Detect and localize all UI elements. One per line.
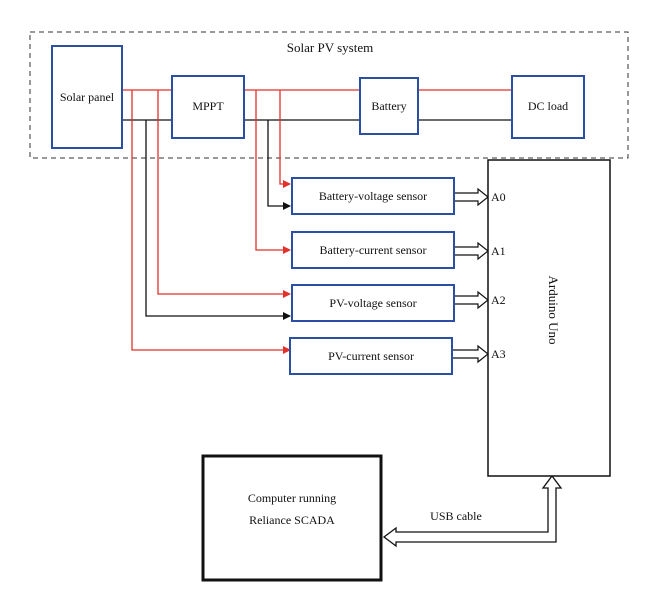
pv-current-sensor-block: PV-current sensor [289,337,453,375]
arduino-label: Arduino Uno [546,276,561,345]
solar-pv-system-group [29,31,629,159]
computer-label-line1: Computer running [248,491,336,505]
pv-voltage-sensor-block: PV-voltage sensor [291,284,455,322]
pin-a3: A3 [491,347,506,361]
battery-voltage-sensor-block: Battery-voltage sensor [291,177,455,215]
dc-load-block: DC load [511,75,585,139]
battery-voltage-sensor-label: Battery-voltage sensor [319,189,427,203]
sensor-signal-arrows [452,187,489,364]
usb-cable-label: USB cable [430,509,482,523]
pv-voltage-sensor-label: PV-voltage sensor [329,296,416,310]
battery-block: Battery [359,77,419,135]
pin-a0: A0 [491,190,506,204]
sensor-wiring [131,90,291,354]
pin-a1: A1 [491,244,506,258]
computer-label-line2: Reliance SCADA [249,513,335,527]
solar-panel-block: Solar panel [51,45,123,149]
battery-current-sensor-label: Battery-current sensor [320,243,427,257]
battery-current-sensor-block: Battery-current sensor [291,231,455,269]
mppt-block: MPPT [171,75,245,139]
battery-label: Battery [371,99,406,113]
pv-current-sensor-label: PV-current sensor [328,349,414,363]
mppt-label: MPPT [192,99,224,113]
pin-a2: A2 [491,293,506,307]
computer-scada-block: Computer running Reliance SCADA [201,454,383,582]
group-title: Solar PV system [287,40,373,55]
solar-panel-label: Solar panel [60,90,115,104]
dc-load-label: DC load [528,99,568,113]
arduino-uno-block: A0 A1 A2 A3 Arduino Uno [487,159,611,477]
